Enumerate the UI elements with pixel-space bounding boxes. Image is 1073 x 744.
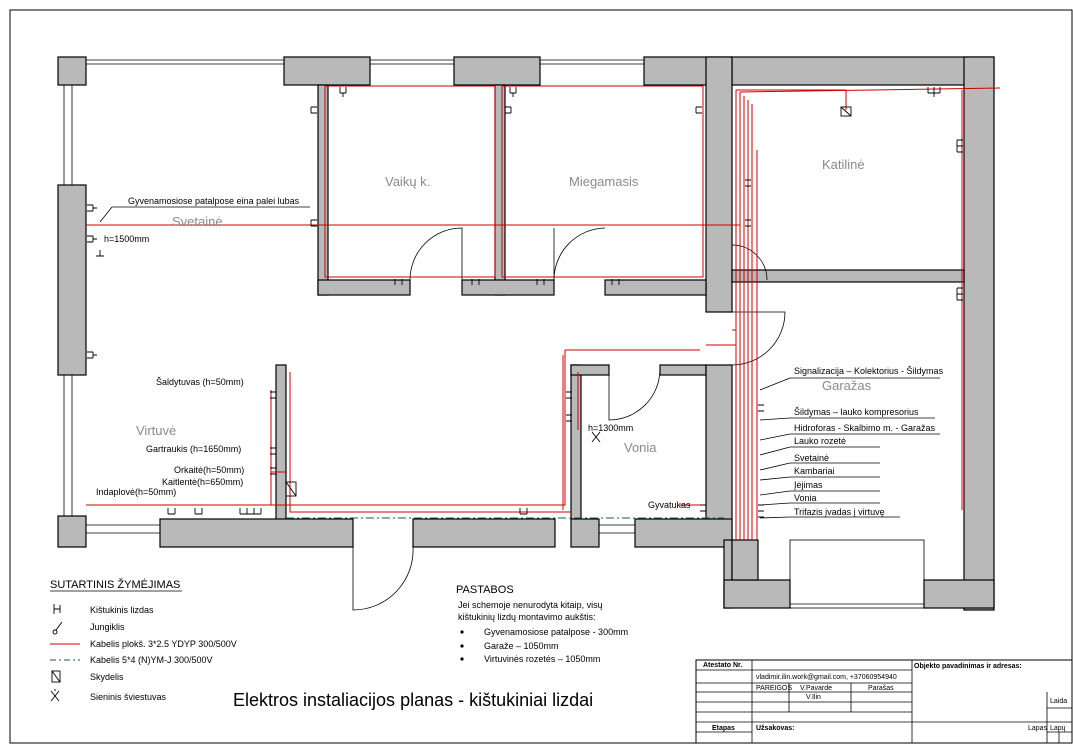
notes-bullet: Virtuvinės rozetės – 1050mm [484, 654, 600, 664]
ceiling-note: Gyvenamosiose patalpose eina palei lubas [128, 196, 300, 206]
notes-bullet: Gyvenamosiose patalpose - 300mm [484, 627, 628, 637]
socket-icon [53, 604, 61, 614]
circuit-leaders [99, 206, 940, 519]
notes: PASTABOS Jei schemoje nenurodyta kitaip,… [456, 584, 628, 664]
room-label-vonia: Vonia [624, 440, 657, 455]
saldytuvas-label: Šaldytuvas (h=50mm) [156, 377, 244, 387]
notes-bullet: Garaže – 1050mm [484, 641, 559, 651]
tb-atestato: Atestato Nr. [703, 662, 742, 669]
tb-uzsakovas: Užsakovas: [756, 725, 795, 732]
circuit-labels: Signalizacija – Kolektorius - Šildymas Š… [794, 366, 944, 517]
tb-laida: Laida [1050, 698, 1067, 705]
tb-pareigos: PAREIGOS [756, 685, 792, 692]
legend-item-label: Skydelis [90, 672, 124, 682]
circuit-label: Šildymas – lauko kompresorius [794, 407, 919, 417]
drawing-title: Elektros instaliacijos planas - kištukin… [233, 690, 593, 710]
gartraukis-label: Gartraukis (h=1650mm) [146, 444, 241, 454]
legend-item-label: Kabelis 5*4 (N)YM-J 300/500V [90, 655, 213, 665]
legend-item-label: Jungiklis [90, 622, 125, 632]
title-block: Atestato Nr. vladimir.ilin.work@gmail.co… [695, 659, 1073, 744]
room-label-garazas: Garažas [822, 378, 872, 393]
tb-etapas: Etapas [712, 725, 735, 732]
room-label-virtuve: Virtuvė [136, 423, 176, 438]
socket-symbols [87, 87, 963, 518]
circuit-label: Kambariai [794, 466, 835, 476]
circuit-label: Įėjimas [794, 480, 823, 490]
height-1500-label: h=1500mm [104, 234, 149, 244]
tb-lapu: Lapų [1050, 725, 1066, 732]
circuit-label: Svetainė [794, 453, 829, 463]
circuit-label: Trifazis įvadas į virtuvę [794, 507, 885, 517]
cable-runs [86, 85, 1001, 540]
walls [57, 56, 995, 611]
indaplove-label: Indaplovė(h=50mm) [96, 487, 176, 497]
legend-item-label: Kištukinis lizdas [90, 605, 154, 615]
circuit-label: Hidroforas - Skalbimo m. - Garažas [794, 423, 936, 433]
legend: SUTARTINIS ŽYMĖJIMAS Kištukinis lizdas J… [50, 578, 237, 702]
circuit-label: Vonia [794, 493, 817, 503]
gyvatukas-label: Gyvatukas [648, 500, 691, 510]
panel-icon [51, 670, 61, 683]
tb-lapas: Lapas [1028, 725, 1048, 732]
legend-title: SUTARTINIS ŽYMĖJIMAS [50, 578, 180, 591]
room-label-katiline: Katilinė [822, 157, 865, 172]
legend-item-label: Kabelis plokš. 3*2.5 YDYP 300/500V [90, 639, 237, 649]
tb-parasas: Parašas [868, 685, 894, 692]
notes-line: kištukinių lizdų montavimo aukštis: [458, 612, 596, 622]
wall-light-icon [50, 689, 60, 702]
kaitlente-label: Kaitlentė(h=650mm) [162, 477, 243, 487]
notes-title: PASTABOS [456, 584, 514, 596]
tb-pavarde: V.Pavardė [800, 685, 832, 692]
circuit-label: Signalizacija – Kolektorius - Šildymas [794, 366, 944, 376]
notes-line: Jei schemoje nenurodyta kitaip, visų [458, 600, 603, 610]
tb-email: vladimir.ilin.work@gmail.com, +370609549… [756, 674, 897, 681]
room-label-vaiku: Vaikų k. [385, 174, 430, 189]
circuit-label: Lauko rozetė [794, 436, 846, 446]
tb-vilin: V.Ilin [806, 694, 821, 701]
room-label-miegamasis: Miegamasis [569, 174, 639, 189]
switch-icon [52, 621, 63, 635]
legend-item-label: Sieninis šviestuvas [90, 692, 167, 702]
doors [352, 227, 786, 611]
room-label-svetaine: Svetainė [172, 214, 223, 229]
height-1300-label: h=1300mm [588, 423, 633, 433]
tb-objekto: Objekto pavadinimas ir adresas: [914, 663, 1022, 670]
orkaite-label: Orkaitė(h=50mm) [174, 465, 244, 475]
drawing-frame [9, 9, 1073, 744]
